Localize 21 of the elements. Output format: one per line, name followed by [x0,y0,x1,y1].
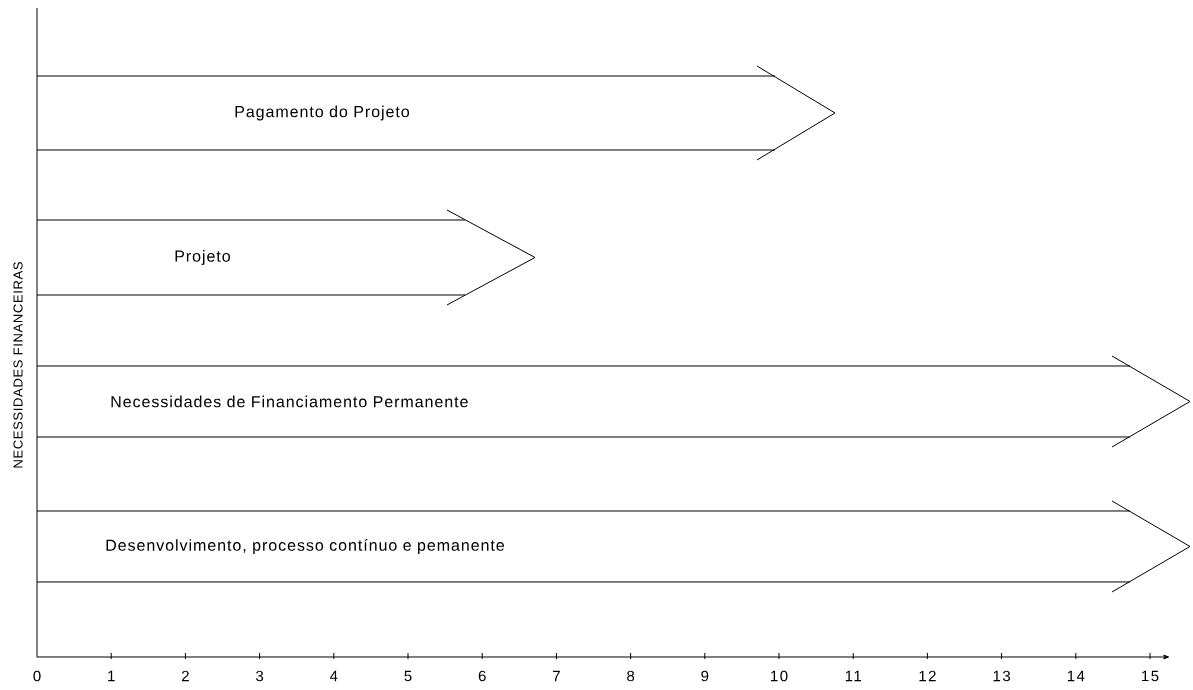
axis-title: NECESSIDADES FINANCEIRAS [13,262,23,468]
tick-label: 0 [33,670,41,682]
arrow-band: Projeto [36,209,536,306]
tick-label: 2 [182,670,189,682]
tick-label: 3 [256,670,264,682]
tick-label: 4 [330,670,338,682]
tick-label: 6 [478,670,486,682]
tick-label: 10 [771,670,788,682]
arrow-band: Necessidades de Financiamento Permanente [36,355,1191,448]
tick-label: 12 [919,670,936,682]
arrow-band: Pagamento do Projeto [36,65,836,161]
tick-label: 7 [553,670,560,682]
tick-label: 8 [627,670,635,682]
tick-label: 15 [1142,670,1159,682]
tick-label: 14 [1067,670,1085,682]
tick-label: 11 [845,670,861,682]
tick-label: 13 [993,670,1011,682]
tick-label: 9 [701,670,709,682]
tick-label: 5 [404,670,412,682]
arrow-band: Desenvolvimento, processo contínuo e pemanente [36,500,1191,593]
tick-label: 1 [108,670,115,682]
